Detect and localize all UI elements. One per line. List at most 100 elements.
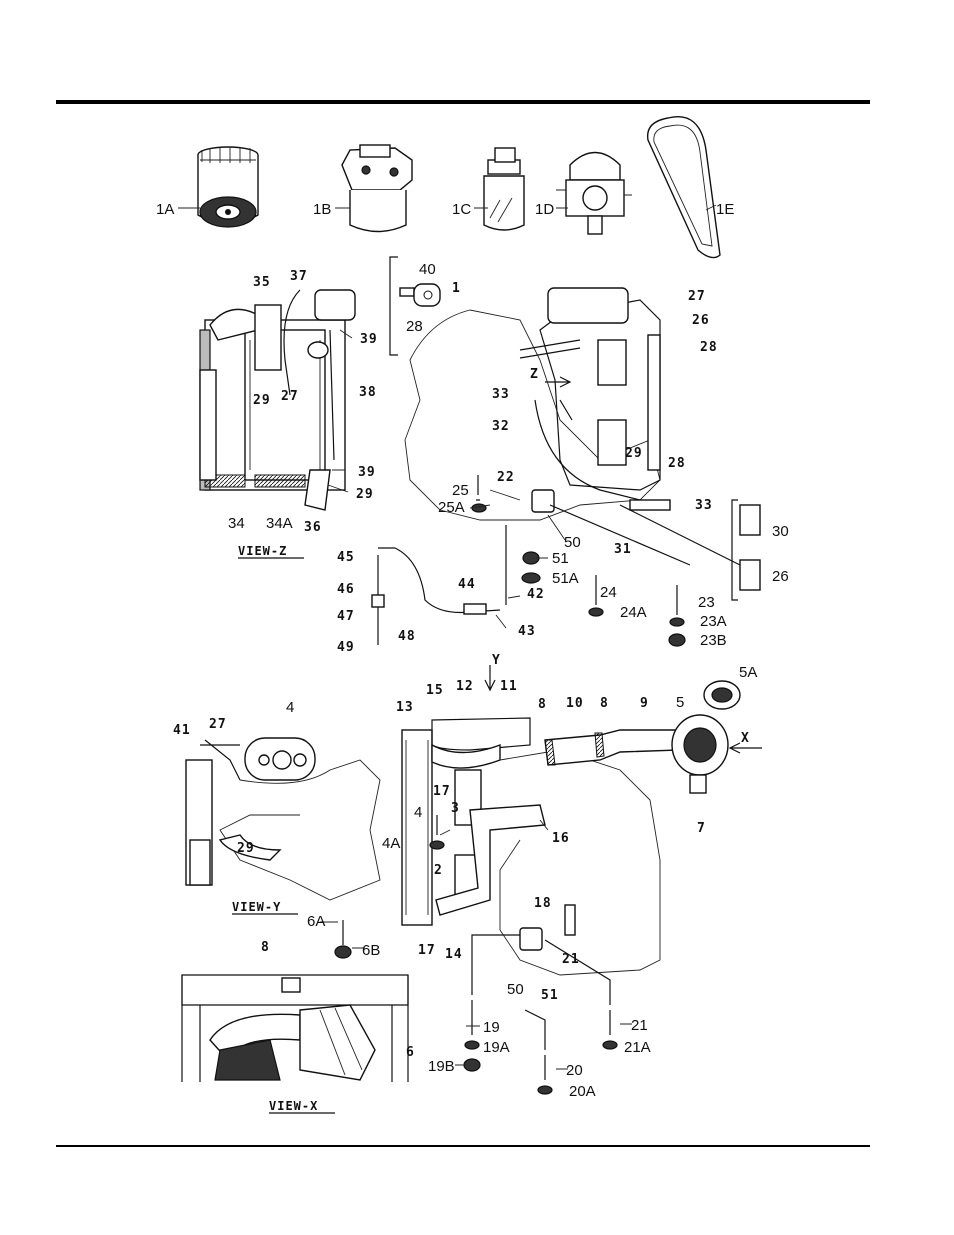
callout-5: 5	[676, 694, 684, 711]
callout-9: 9	[640, 696, 649, 711]
callout-4A: 4A	[382, 835, 400, 852]
callout-42: 42	[527, 587, 545, 602]
callout-25: 25	[452, 482, 469, 499]
callout-7: 7	[697, 821, 706, 836]
callout-8c: 8	[261, 940, 270, 955]
callout-19A: 19A	[483, 1039, 510, 1056]
callout-34: 34	[228, 515, 245, 532]
callout-1D: 1D	[535, 201, 554, 218]
callout-50a: 50	[564, 534, 581, 551]
callout-6A: 6A	[307, 913, 325, 930]
sensor-line	[372, 525, 506, 645]
callout-26b: 26	[772, 568, 789, 585]
callout-Z: Z	[530, 367, 539, 382]
callout-10: 10	[566, 696, 584, 711]
callout-1: 1	[452, 281, 461, 296]
callout-20: 20	[566, 1062, 583, 1079]
callout-38: 38	[359, 385, 377, 400]
callout-20A: 20A	[569, 1083, 596, 1100]
engine-lower	[402, 681, 740, 975]
callout-29b: 29	[356, 487, 374, 502]
callout-28a: 28	[406, 318, 423, 335]
callout-33b: 33	[695, 498, 713, 513]
callout-23A: 23A	[700, 613, 727, 630]
callout-21a: 21	[562, 952, 580, 967]
callout-47: 47	[337, 609, 355, 624]
callout-39a: 39	[360, 332, 378, 347]
callout-3: 3	[451, 801, 460, 816]
callout-27c: 27	[209, 717, 227, 732]
callout-4a: 4	[286, 699, 294, 716]
callout-18: 18	[534, 896, 552, 911]
callout-29d: 29	[237, 841, 255, 856]
callout-27b: 27	[688, 289, 706, 304]
callout-26a: 26	[692, 313, 710, 328]
fuel-filter-1B	[342, 145, 412, 232]
callout-28c: 28	[668, 456, 686, 471]
callout-41: 41	[173, 723, 191, 738]
callout-39b: 39	[358, 465, 376, 480]
callout-1B: 1B	[313, 201, 331, 218]
callout-2: 2	[434, 863, 443, 878]
bottom-rule	[56, 1145, 870, 1147]
callout-34A: 34A	[266, 515, 293, 532]
callout-5A: 5A	[739, 664, 757, 681]
callout-1A: 1A	[156, 201, 174, 218]
callout-19: 19	[483, 1019, 500, 1036]
callout-21A: 21A	[624, 1039, 651, 1056]
engine-upper	[405, 288, 670, 520]
callout-40: 40	[419, 261, 436, 278]
callout-17b: 17	[418, 943, 436, 958]
callout-11: 11	[500, 679, 518, 694]
callout-32: 32	[492, 419, 510, 434]
view-x-label: VIEW-X	[269, 1099, 318, 1113]
callout-6: 6	[406, 1045, 415, 1060]
callout-17a: 17	[433, 784, 451, 799]
callout-28b: 28	[700, 340, 718, 355]
callout-37: 37	[290, 269, 308, 284]
callout-25A: 25A	[438, 499, 465, 516]
callout-50b: 50	[507, 981, 524, 998]
view-y-label: VIEW-Y	[232, 900, 281, 914]
callout-36: 36	[304, 520, 322, 535]
callout-23: 23	[698, 594, 715, 611]
callout-49: 49	[337, 640, 355, 655]
radiator-view-z	[200, 290, 355, 510]
callout-35: 35	[253, 275, 271, 290]
callout-6B: 6B	[362, 942, 380, 959]
callout-4b: 4	[414, 804, 422, 821]
callout-Y: Y	[492, 653, 501, 668]
callout-1C: 1C	[452, 201, 471, 218]
callout-44: 44	[458, 577, 476, 592]
callout-12: 12	[456, 679, 474, 694]
callout-48: 48	[398, 629, 416, 644]
callout-24A: 24A	[620, 604, 647, 621]
callout-24: 24	[600, 584, 617, 601]
callout-22: 22	[497, 470, 515, 485]
callout-51: 51	[552, 550, 569, 567]
callout-51A: 51A	[552, 570, 579, 587]
radiator-view-y	[186, 738, 380, 900]
callout-29a: 29	[253, 393, 271, 408]
callout-21b: 21	[631, 1017, 648, 1034]
drain-lines	[550, 500, 760, 600]
callout-19B: 19B	[428, 1058, 455, 1075]
callout-46: 46	[337, 582, 355, 597]
callout-8a: 8	[538, 697, 547, 712]
callout-15: 15	[426, 683, 444, 698]
callout-43: 43	[518, 624, 536, 639]
callout-31: 31	[614, 542, 632, 557]
view-z-label: VIEW-Z	[238, 544, 287, 558]
callout-1E: 1E	[716, 201, 734, 218]
callout-51b: 51	[541, 988, 559, 1003]
callout-23B: 23B	[700, 632, 727, 649]
top-rule	[56, 100, 870, 104]
oil-filter-1A	[198, 147, 258, 227]
callout-16: 16	[552, 831, 570, 846]
callout-45: 45	[337, 550, 355, 565]
fuel-pump-1D	[556, 153, 632, 235]
callout-8b: 8	[600, 696, 609, 711]
callout-30: 30	[772, 523, 789, 540]
